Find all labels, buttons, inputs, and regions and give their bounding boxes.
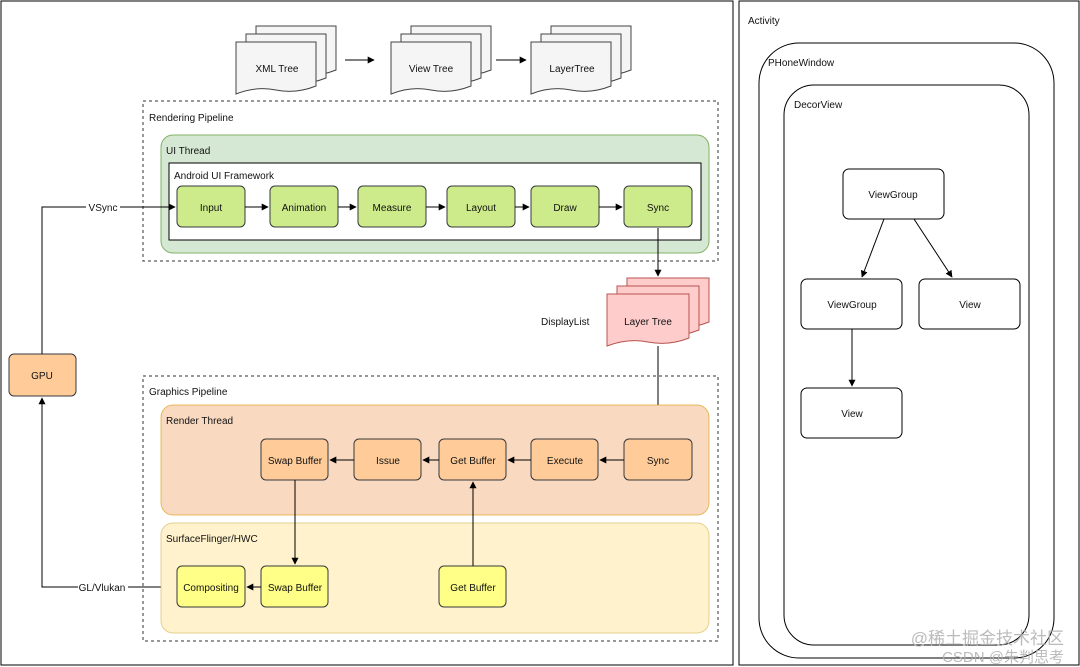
root-viewgroup-box [842,168,945,220]
step-measure-label: Measure [373,203,412,214]
step-input-label: Input [200,203,222,214]
layer-tree-label: Layer Tree [624,317,672,328]
grandchild-view-label: View [841,409,863,420]
sf-compositing-label: Compositing [183,583,239,594]
vsync-line [41,203,176,354]
decor-view-box [783,84,1030,646]
gpu-label: GPU [31,371,53,382]
layer-tree-top-label: LayerTree [549,64,595,75]
sf-compositing [176,565,246,608]
phone-window-title: PHoneWindow [768,58,835,69]
ui-thread-title: UI Thread [166,146,210,157]
rendering-pipeline-title: Rendering Pipeline [149,113,234,124]
layer-tree-doc: Layer Tree [606,277,710,347]
arrow-root-to-childgroup [860,218,885,278]
vsync-label-bg [86,201,120,213]
view-tree-label: View Tree [409,64,454,75]
android-ui-framework-box [168,162,702,241]
gl-label: GL/Vlukan [79,583,126,594]
xml-tree-doc: XML Tree [235,25,337,95]
child-viewgroup-label: ViewGroup [827,300,877,311]
step-layout-label: Layout [466,203,496,214]
decor-view-title: DecorView [794,100,843,111]
root-viewgroup-label: ViewGroup [868,190,918,201]
render-swap-buffer-label: Swap Buffer [268,456,323,467]
rendering-pipeline-box [142,100,719,262]
render-thread-title: Render Thread [166,416,233,427]
step-sync-label: Sync [647,203,669,214]
activity-frame [738,0,1080,666]
sf-steps: Compositing Swap Buffer Get Buffer [176,565,507,608]
gl-label-bg [78,581,128,593]
render-get-buffer-label: Get Buffer [450,456,496,467]
step-draw-label: Draw [553,203,577,214]
render-execute-label: Execute [547,456,584,467]
watermark-line2: CSDN @朱判思考 [942,649,1064,666]
grandchild-view-box [800,387,903,439]
layer-tree-top-doc: LayerTree [530,25,632,95]
render-issue-label: Issue [376,456,400,467]
step-sync [623,185,693,228]
sf-swap-buffer-label: Swap Buffer [268,583,323,594]
android-ui-framework-title: Android UI Framework [174,171,275,182]
vsync-label: VSync [89,203,118,214]
child-view-box [918,278,1021,330]
sf-get-buffer-label: Get Buffer [450,583,496,594]
display-list-label: DisplayList [541,317,590,328]
left-frame [0,0,734,666]
ui-steps: Input Animation Measure Layout Draw Sync [176,185,693,228]
gl-line [38,397,175,588]
graphics-pipeline-title: Graphics Pipeline [149,387,228,398]
render-steps: Swap Buffer Issue Get Buffer Execute Syn… [260,438,693,481]
activity-title: Activity [748,16,780,27]
arrow-root-to-childview [913,218,953,278]
child-view-label: View [959,300,981,311]
watermark-line1: @稀土掘金技术社区 [911,629,1064,648]
surfaceflinger-title: SurfaceFlinger/HWC [166,534,258,545]
xml-tree-label: XML Tree [256,64,299,75]
render-sync-label: Sync [647,456,669,467]
step-animation-label: Animation [282,203,326,214]
view-tree-doc: View Tree [390,25,492,95]
